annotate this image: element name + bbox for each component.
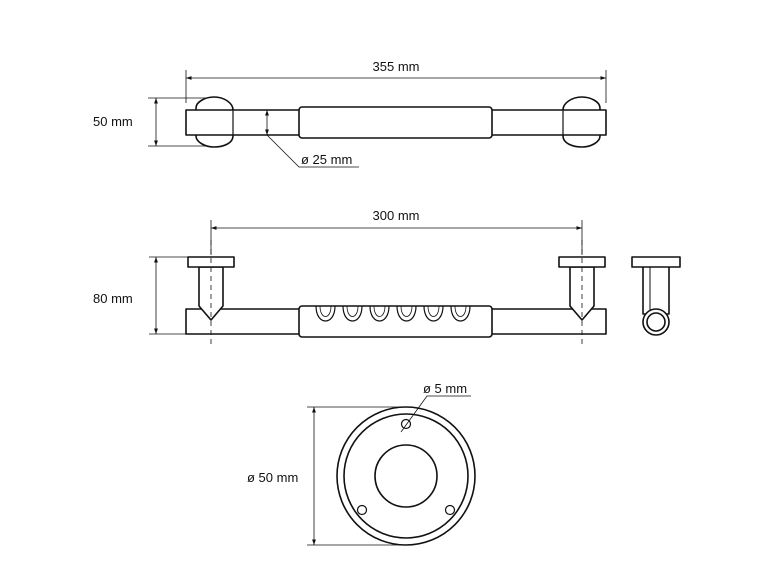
rosette-view: ø 50 mm ø 5 mm — [247, 381, 476, 546]
front-grip — [298, 305, 493, 338]
top-diameter-leader — [266, 134, 359, 168]
rosette-diameter-label: ø 50 mm — [247, 470, 298, 485]
side-post — [642, 265, 670, 315]
rosette-hole-leader — [400, 395, 471, 433]
top-grip — [298, 106, 493, 139]
rosette-center-opening — [374, 444, 438, 508]
rosette-screw-hole-right — [444, 504, 456, 516]
side-view — [631, 256, 681, 336]
front-length-label: 300 mm — [373, 208, 420, 223]
front-view: 300 mm 80 mm — [93, 208, 607, 348]
top-diameter-label: ø 25 mm — [301, 152, 352, 167]
top-height-label: 50 mm — [93, 114, 133, 129]
top-view: 355 mm 50 mm ø 25 mm — [93, 59, 607, 168]
side-plate — [631, 256, 681, 268]
top-length-label: 355 mm — [373, 59, 420, 74]
front-height-label: 80 mm — [93, 291, 133, 306]
side-tube-inner — [646, 312, 666, 332]
rosette-hole-label: ø 5 mm — [423, 381, 467, 396]
rosette-screw-hole-left — [356, 504, 368, 516]
front-grip-scallops — [315, 305, 471, 322]
